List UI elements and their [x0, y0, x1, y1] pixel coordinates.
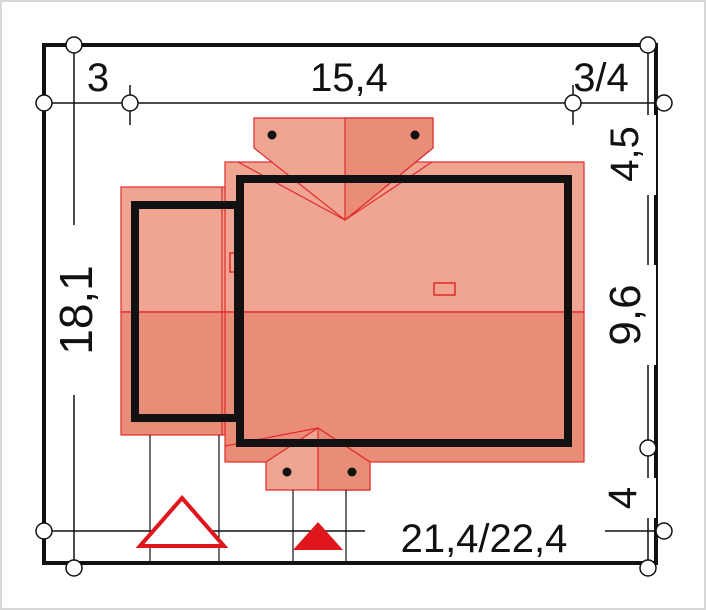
dim-bottom-width: 21,4/22,4 [401, 517, 568, 561]
chimney-main [433, 282, 456, 296]
top-dormer-right-half [344, 117, 434, 222]
main-entrance-marker [293, 522, 343, 550]
dim-right-top: 4,5 [603, 126, 647, 182]
left-label-gap [55, 225, 95, 395]
dim-left-total: 18,1 [50, 265, 102, 355]
main-roof-bottom [224, 311, 585, 463]
main-wall [236, 175, 572, 447]
roof [120, 117, 585, 491]
right-label-gap-top [596, 115, 656, 195]
bottom-label-gap [365, 505, 605, 555]
dim-top-left: 3 [87, 56, 109, 100]
dim-top-center: 15,4 [310, 56, 388, 100]
dim-right-middle: 9,6 [601, 284, 650, 345]
right-label-gap-mid [596, 265, 656, 365]
garage-entrance-marker [135, 494, 229, 548]
walls [131, 175, 572, 447]
right-label-gap-bot [596, 478, 656, 518]
dim-right-bottom: 4 [601, 487, 645, 509]
dimension-nodes [35, 36, 673, 577]
dormer-dots [267, 130, 420, 477]
dim-top-right: 3/4 [573, 56, 629, 100]
